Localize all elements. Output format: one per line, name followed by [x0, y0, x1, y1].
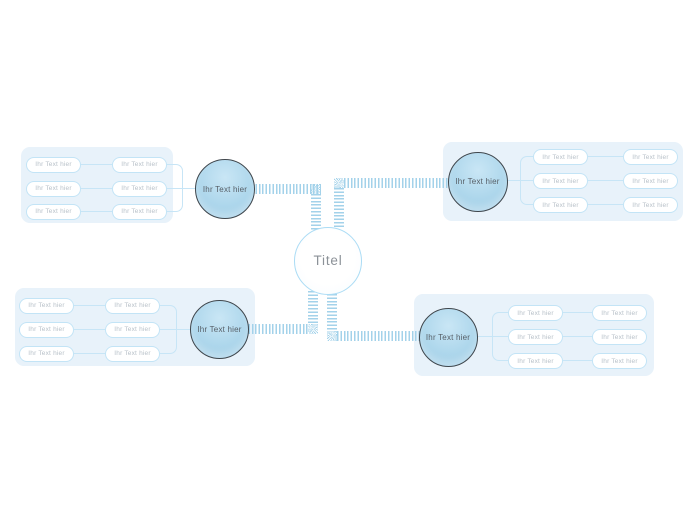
ribbon-connector: [245, 323, 308, 334]
connector-bracket: [160, 329, 177, 354]
child-pill[interactable]: Ihr Text hier: [19, 297, 74, 314]
ribbon-connector: [334, 187, 344, 229]
connector-line: [74, 304, 105, 306]
child-pill[interactable]: Ihr Text hier: [26, 180, 81, 197]
center-topic-node[interactable]: Titel: [294, 226, 362, 295]
ribbon-connector: [252, 183, 321, 194]
connector-line: [563, 360, 592, 362]
ribbon-corner-fan: [311, 183, 321, 194]
ribbon-connector: [327, 293, 337, 332]
child-pill[interactable]: Ihr Text hier: [623, 149, 678, 165]
child-pill[interactable]: Ihr Text hier: [26, 156, 81, 173]
branch-topic-node[interactable]: Ihr Text hier: [418, 307, 478, 367]
child-pill[interactable]: Ihr Text hier: [592, 353, 647, 369]
connector-bracket: [492, 337, 508, 361]
child-pill[interactable]: Ihr Text hier: [623, 197, 678, 213]
branch-topic-node[interactable]: Ihr Text hier: [195, 159, 255, 219]
ribbon-connector: [308, 291, 318, 324]
connector-line: [563, 312, 592, 314]
connector-line: [81, 163, 112, 165]
connector-line: [74, 328, 105, 330]
child-pill[interactable]: Ihr Text hier: [533, 149, 588, 165]
branch-topic-node[interactable]: Ihr Text hier: [447, 151, 508, 212]
child-pill[interactable]: Ihr Text hier: [533, 197, 588, 213]
ribbon-connector: [311, 193, 321, 230]
connector-line: [74, 352, 105, 354]
child-pill[interactable]: Ihr Text hier: [508, 305, 563, 321]
child-pill[interactable]: Ihr Text hier: [112, 180, 167, 197]
ribbon-corner-fan: [334, 177, 344, 188]
child-pill[interactable]: Ihr Text hier: [105, 321, 160, 338]
connector-bracket: [167, 188, 183, 212]
connector-line: [563, 336, 592, 338]
connector-line: [588, 204, 623, 206]
child-pill[interactable]: Ihr Text hier: [19, 345, 74, 362]
connector-bracket: [520, 156, 533, 181]
child-pill[interactable]: Ihr Text hier: [623, 173, 678, 189]
child-pill[interactable]: Ihr Text hier: [592, 329, 647, 345]
child-pill[interactable]: Ihr Text hier: [26, 203, 81, 220]
connector-bracket: [492, 312, 508, 337]
connector-line: [160, 328, 196, 330]
child-pill[interactable]: Ihr Text hier: [19, 321, 74, 338]
connector-line: [501, 180, 533, 182]
child-pill[interactable]: Ihr Text hier: [508, 329, 563, 345]
child-pill[interactable]: Ihr Text hier: [112, 203, 167, 220]
connector-line: [81, 187, 112, 189]
connector-line: [588, 156, 623, 158]
ribbon-corner-fan: [327, 331, 337, 341]
center-topic-label: Titel: [313, 253, 343, 268]
branch-topic-node[interactable]: Ihr Text hier: [190, 300, 249, 359]
connector-line: [588, 180, 623, 182]
ribbon-connector: [344, 177, 453, 188]
child-pill[interactable]: Ihr Text hier: [592, 305, 647, 321]
ribbon-connector: [337, 331, 422, 341]
ribbon-corner-fan: [308, 323, 318, 334]
connector-bracket: [160, 304, 177, 329]
child-pill[interactable]: Ihr Text hier: [112, 156, 167, 173]
child-pill[interactable]: Ihr Text hier: [105, 297, 160, 314]
child-pill[interactable]: Ihr Text hier: [105, 345, 160, 362]
connector-bracket: [167, 163, 183, 188]
connector-line: [81, 210, 112, 212]
child-pill[interactable]: Ihr Text hier: [533, 173, 588, 189]
connector-bracket: [520, 181, 533, 205]
connector-line: [471, 336, 508, 338]
connector-line: [167, 187, 201, 189]
child-pill[interactable]: Ihr Text hier: [508, 353, 563, 369]
